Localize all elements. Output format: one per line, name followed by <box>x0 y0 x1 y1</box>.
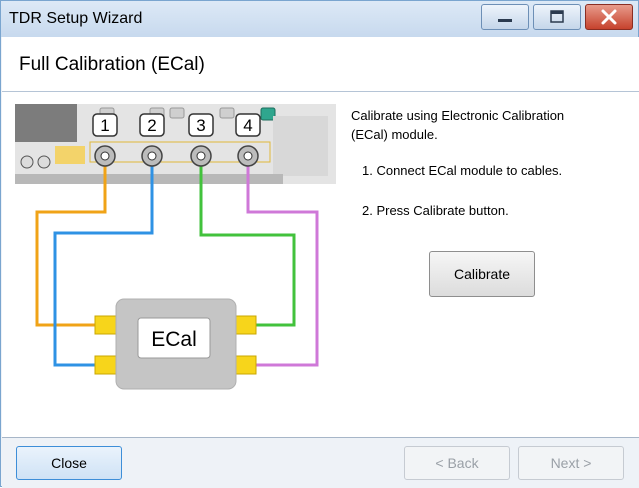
probe-power-jack <box>37 155 51 169</box>
title-bar: TDR Setup Wizard <box>1 1 638 37</box>
window-title: TDR Setup Wizard <box>9 10 143 27</box>
cable-port-1 <box>35 156 107 327</box>
ecal-label-plate <box>137 317 211 359</box>
port-label-3: 3 <box>188 113 214 137</box>
ecal-connection-diagram: 1 2 3 4 ECal <box>15 104 336 390</box>
back-button[interactable]: < Back <box>404 446 510 480</box>
ecal-connector <box>233 315 257 335</box>
maximize-icon <box>550 10 564 23</box>
step-press-calibrate: 2. Press Calibrate button. <box>362 203 509 218</box>
cable-port-3 <box>199 156 296 327</box>
port-number: 3 <box>196 116 205 135</box>
ecal-connector <box>94 315 118 335</box>
minimize-button[interactable] <box>481 4 529 30</box>
page-header: Full Calibration (ECal) <box>2 37 639 92</box>
instruction-line: Calibrate using Electronic Calibration <box>351 108 565 123</box>
port-number: 4 <box>243 116 252 135</box>
ecal-label: ECal <box>151 328 197 351</box>
port-label-4: 4 <box>235 113 261 137</box>
port-1 <box>94 145 116 167</box>
page-title: Full Calibration (ECal) <box>19 54 205 75</box>
caution-label <box>55 146 85 164</box>
minimize-icon <box>498 19 512 22</box>
cable-port-4 <box>246 156 319 367</box>
port-number: 2 <box>147 116 156 135</box>
cable-port-2 <box>53 156 154 367</box>
port-4 <box>237 145 259 167</box>
step-connect-module: 1. Connect ECal module to cables. <box>362 163 563 178</box>
calibrate-button[interactable]: Calibrate <box>429 251 535 297</box>
wizard-footer: Close < Back Next > <box>2 437 639 488</box>
port-warning-strip <box>89 141 271 163</box>
maximize-button[interactable] <box>533 4 581 30</box>
port-3 <box>190 145 212 167</box>
ecal-module: ECal <box>94 298 257 390</box>
close-button[interactable]: Close <box>16 446 122 480</box>
port-number: 1 <box>100 116 109 135</box>
panel-bottom-edge <box>15 174 283 184</box>
port-label-1: 1 <box>92 113 118 137</box>
instrument-screen <box>15 104 77 142</box>
probe-power-jack <box>20 155 34 169</box>
panel-frame <box>273 116 328 176</box>
window-close-button[interactable] <box>585 4 633 30</box>
close-icon <box>601 9 617 25</box>
instruction-line: (ECal) module. <box>351 127 438 142</box>
content-area: 1 2 3 4 ECal <box>2 92 639 437</box>
ecal-connector <box>233 355 257 375</box>
port-label-2: 2 <box>139 113 165 137</box>
next-button[interactable]: Next > <box>518 446 624 480</box>
ecal-connector <box>94 355 118 375</box>
port-2 <box>141 145 163 167</box>
